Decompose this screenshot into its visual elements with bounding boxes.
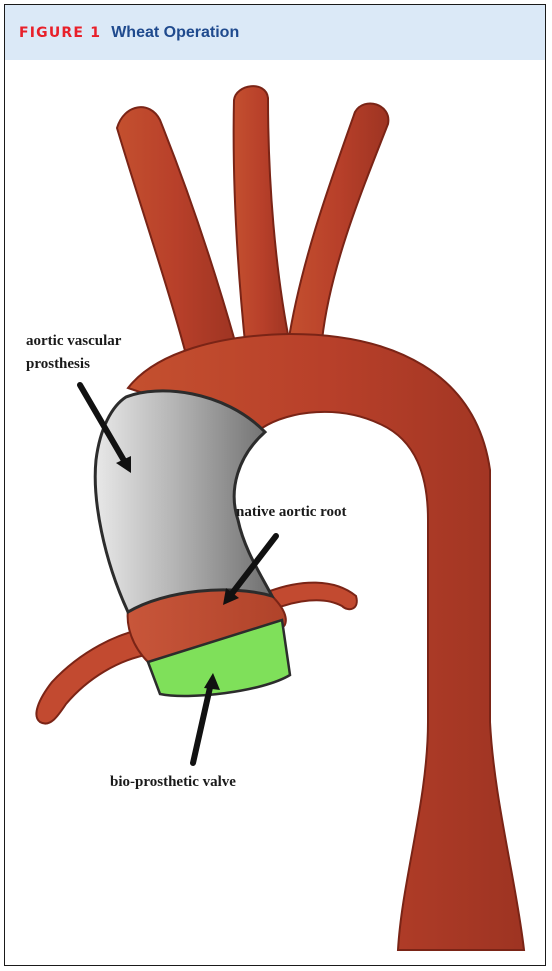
label-prosthesis-line1: aortic vascular: [26, 333, 122, 349]
brachiocephalic-artery: [117, 107, 236, 362]
label-bio-prosthetic-valve: bio-prosthetic valve: [110, 774, 236, 790]
left-subclavian-artery: [288, 103, 388, 344]
left-carotid-artery: [234, 86, 290, 352]
branch-vessels: [117, 86, 388, 362]
label-prosthesis-line2: prosthesis: [26, 356, 90, 372]
left-coronary-artery: [270, 583, 357, 610]
label-native-aortic-root: native aortic root: [236, 504, 347, 520]
